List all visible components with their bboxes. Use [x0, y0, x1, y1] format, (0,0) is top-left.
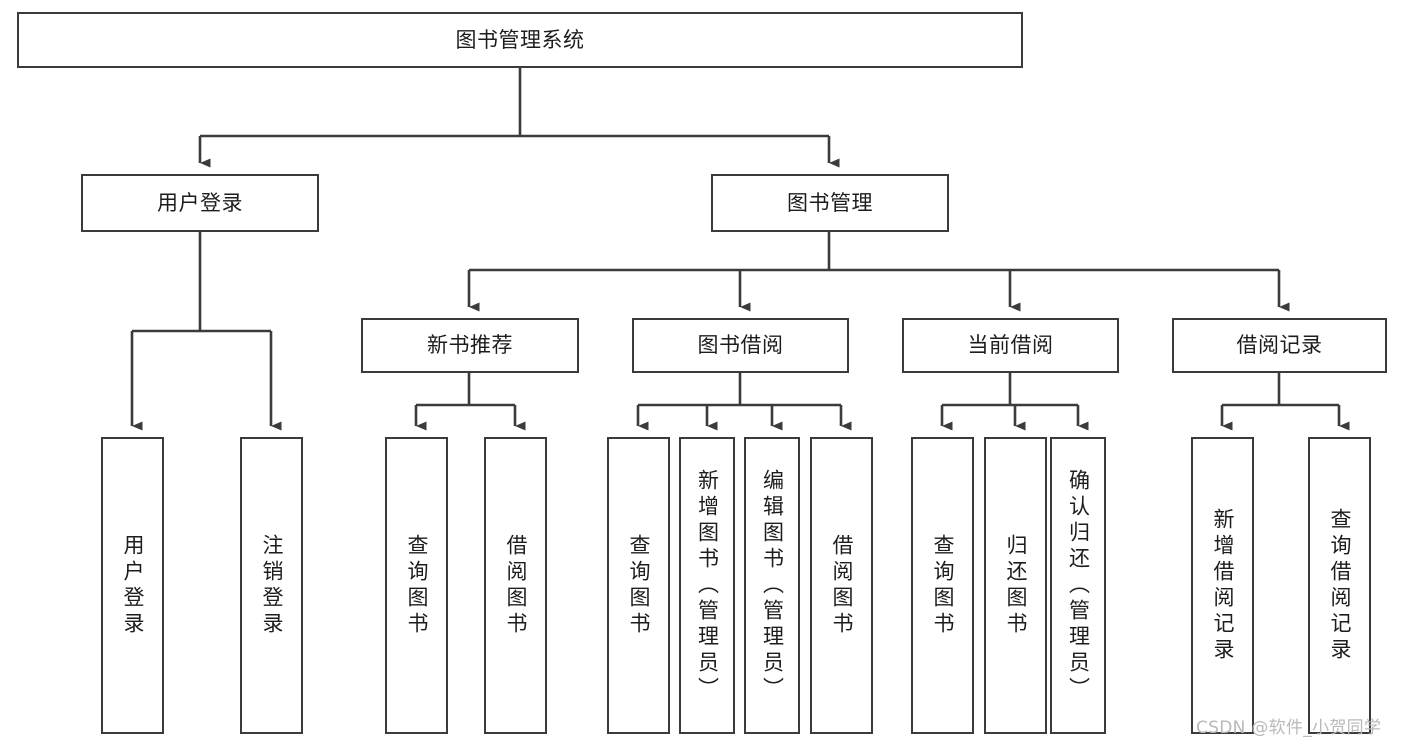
node-leaf-add-record-label: 新增借阅记录 [1211, 507, 1235, 664]
node-borrow-record-label: 借阅记录 [1236, 333, 1323, 358]
node-book-borrow-label: 图书借阅 [697, 333, 784, 358]
node-book-manage-label: 图书管理 [787, 190, 873, 215]
node-leaf-logout[interactable]: 注销登录 [240, 437, 303, 734]
node-leaf-borrow-book-1-label: 借阅图书 [504, 533, 528, 638]
node-leaf-logout-label: 注销登录 [260, 533, 284, 638]
csdn-watermark: CSDN @软件_小贺同学 [1196, 718, 1382, 738]
node-leaf-query-book-2-label: 查询图书 [627, 533, 651, 638]
node-book-borrow[interactable]: 图书借阅 [632, 318, 849, 373]
node-new-book-recommend[interactable]: 新书推荐 [361, 318, 579, 373]
node-leaf-confirm-return[interactable]: 确认归还（管理员） [1050, 437, 1106, 734]
node-leaf-add-record[interactable]: 新增借阅记录 [1191, 437, 1254, 734]
node-book-manage[interactable]: 图书管理 [711, 174, 949, 232]
node-leaf-user-login-label: 用户登录 [121, 533, 145, 638]
node-leaf-borrow-book-2-label: 借阅图书 [830, 533, 854, 638]
node-leaf-confirm-return-label: 确认归还（管理员） [1066, 468, 1091, 703]
node-borrow-record[interactable]: 借阅记录 [1172, 318, 1387, 373]
node-root[interactable]: 图书管理系统 [17, 12, 1023, 68]
node-leaf-edit-book[interactable]: 编辑图书（管理员） [744, 437, 800, 734]
node-leaf-borrow-book-1[interactable]: 借阅图书 [484, 437, 547, 734]
node-leaf-query-record[interactable]: 查询借阅记录 [1308, 437, 1371, 734]
node-root-label: 图书管理系统 [455, 27, 585, 52]
node-leaf-query-book-3[interactable]: 查询图书 [911, 437, 974, 734]
node-current-borrow-label: 当前借阅 [967, 333, 1054, 358]
node-leaf-user-login[interactable]: 用户登录 [101, 437, 164, 734]
node-leaf-query-book-2[interactable]: 查询图书 [607, 437, 670, 734]
node-leaf-return-book[interactable]: 归还图书 [984, 437, 1047, 734]
node-leaf-add-book[interactable]: 新增图书（管理员） [679, 437, 735, 734]
node-user-login-label: 用户登录 [157, 190, 243, 215]
node-leaf-edit-book-label: 编辑图书（管理员） [760, 468, 785, 703]
node-user-login[interactable]: 用户登录 [81, 174, 319, 232]
node-leaf-query-record-label: 查询借阅记录 [1328, 507, 1352, 664]
node-current-borrow[interactable]: 当前借阅 [902, 318, 1119, 373]
node-leaf-add-book-label: 新增图书（管理员） [695, 468, 720, 703]
node-leaf-borrow-book-2[interactable]: 借阅图书 [810, 437, 873, 734]
node-leaf-query-book-1-label: 查询图书 [405, 533, 429, 638]
node-leaf-query-book-1[interactable]: 查询图书 [385, 437, 448, 734]
node-leaf-return-book-label: 归还图书 [1004, 533, 1028, 638]
node-leaf-query-book-3-label: 查询图书 [931, 533, 955, 638]
node-new-book-recommend-label: 新书推荐 [427, 333, 513, 358]
